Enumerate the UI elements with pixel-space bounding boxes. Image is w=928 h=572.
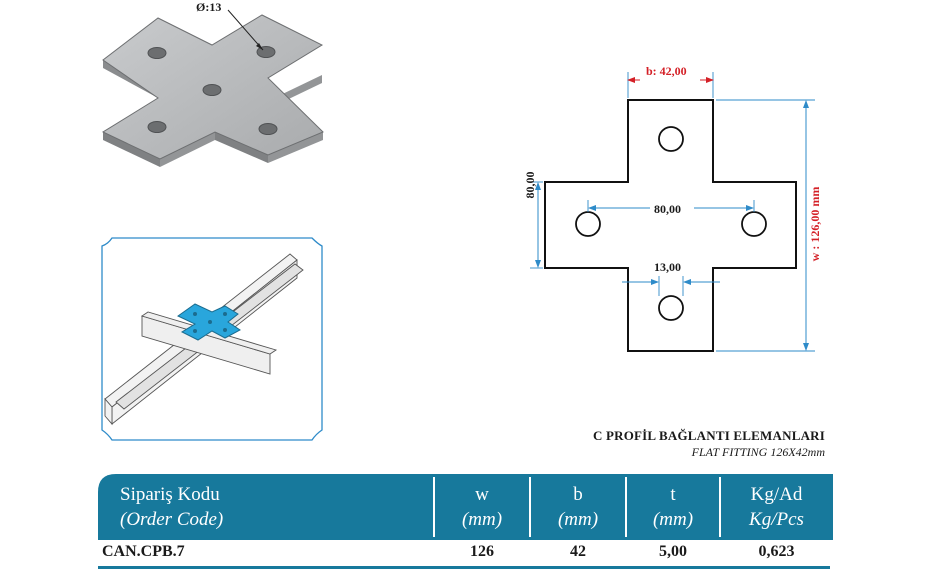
technical-drawing (530, 72, 815, 352)
dim-left-label: 80,00 (523, 171, 537, 199)
table-header: Sipariş Kodu (Order Code) w (mm) b (mm) … (98, 474, 833, 540)
hole (147, 47, 167, 59)
plate-side (160, 132, 215, 167)
dim-b-label: b: 42,00 (646, 64, 687, 78)
hole (256, 46, 276, 58)
hole (741, 211, 767, 237)
cell-t: 5,00 (659, 543, 687, 560)
hole (575, 211, 601, 237)
hole (147, 121, 167, 133)
cell-b: 42 (570, 543, 586, 560)
dim-center-label: 80,00 (654, 202, 681, 216)
application-illustration (101, 237, 323, 441)
product-title: C PROFİL BAĞLANTI ELEMANLARI (592, 428, 825, 443)
plate-side (103, 132, 160, 167)
illustration-frame (101, 237, 323, 441)
hole (202, 84, 222, 96)
header-weight: Kg/Ad Kg/Pcs (749, 484, 804, 530)
hole (658, 126, 684, 152)
plate-3d-illustration (101, 9, 324, 167)
plate-side (268, 132, 323, 163)
cell-w: 126 (470, 543, 494, 560)
header-b: b (mm) (557, 484, 599, 530)
drawing-holes (575, 126, 767, 321)
header-t: t (mm) (652, 484, 694, 530)
dim-hole-label: 13,00 (654, 260, 681, 274)
header-w: w (mm) (461, 484, 503, 530)
table-bottom-rule (98, 566, 830, 569)
header-order-code: Sipariş Kodu (Order Code) (120, 484, 224, 530)
cell-order-code: CAN.CPB.7 (102, 543, 185, 560)
hole (258, 123, 278, 135)
hole-callout-label: Ø:13 (196, 0, 222, 14)
product-subtitle: FLAT FITTING 126X42mm (691, 445, 825, 459)
cross-outline (544, 99, 797, 352)
plate-holes (147, 46, 278, 135)
cell-weight: 0,623 (758, 543, 795, 560)
dim-w-label: w : 126,00 mm (808, 186, 822, 262)
hole (658, 295, 684, 321)
plate-side (215, 132, 268, 163)
